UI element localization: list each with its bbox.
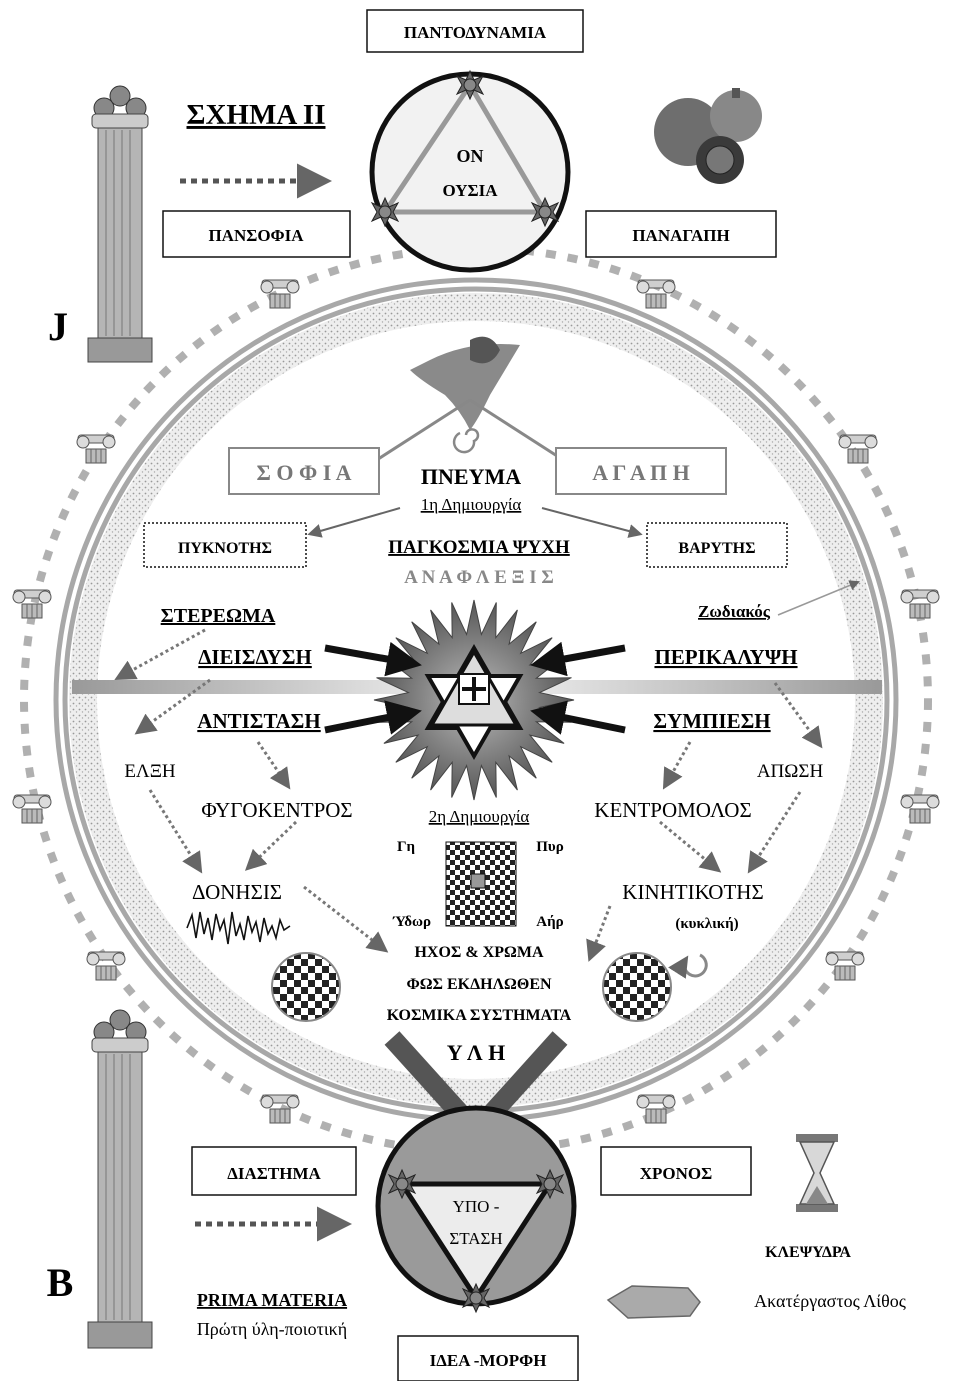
label-prima-sub: Πρώτη ύλη-ποιοτική <box>197 1319 347 1339</box>
svg-text:Α Γ Α Π Η: Α Γ Α Π Η <box>592 460 690 485</box>
label-prima-materia: PRIMA MATERIA <box>197 1290 347 1310</box>
svg-text:ΒΑΡΥΤΗΣ: ΒΑΡΥΤΗΣ <box>678 540 755 557</box>
label-zodiac: Ζωδιακός <box>698 602 771 621</box>
scheme-title: ΣΧΗΜΑ ΙΙ <box>187 99 326 131</box>
label-water: Ύδωρ <box>392 914 431 930</box>
label-world-soul: ΠΑΓΚΟΣΜΙΑ ΨΥΧΗ <box>388 537 570 558</box>
label-first-creation: 1η Δημιουργία <box>421 495 522 514</box>
label-pneuma: ΠΝΕΥΜΑ <box>421 464 521 489</box>
label-ignition: Α Ν Α Φ Λ Ε Ξ Ι Σ <box>404 567 554 588</box>
label-centrifugal: ΦΥΓΟΚΕΝΤΡΟΣ <box>201 798 352 822</box>
label-kinetics: ΚΙΝΗΤΙΚΟΤΗΣ <box>622 880 763 904</box>
bottom-circle-group: ΥΠΟ - ΣΤΑΣΗ <box>378 1108 574 1312</box>
box-omniscience: ΠΑΝΣΟΦΙΑ <box>163 211 350 257</box>
top-circle-group: ΟΝ ΟΥΣΙΑ <box>372 71 568 270</box>
label-air: Αήρ <box>536 914 563 930</box>
label-earth: Γη <box>397 839 415 855</box>
top-circle <box>372 74 568 270</box>
svg-text:ΧΡΟΝΟΣ: ΧΡΟΝΟΣ <box>640 1164 713 1183</box>
hourglass-icon <box>796 1134 838 1212</box>
svg-text:ΠΑΝΑΓΑΠΗ: ΠΑΝΑΓΑΠΗ <box>632 226 729 245</box>
box-interval: ΔΙΑΣΤΗΜΑ <box>192 1147 356 1195</box>
box-omnilove: ΠΑΝΑΓΑΠΗ <box>586 211 776 257</box>
label-vibration: ΔΟΝΗΣΙΣ <box>192 880 282 904</box>
box-sofia: Σ Ο Φ Ι Α <box>229 448 379 494</box>
svg-text:Σ Ο Φ Ι Α: Σ Ο Φ Ι Α <box>257 460 352 485</box>
svg-text:ΙΔΕΑ -ΜΟΡΦΗ: ΙΔΕΑ -ΜΟΡΦΗ <box>430 1351 547 1370</box>
letter-j: J <box>48 304 68 349</box>
box-agapi: Α Γ Α Π Η <box>556 448 726 494</box>
column-top <box>88 86 152 362</box>
bottom-circle-line1: ΥΠΟ - <box>453 1197 500 1216</box>
pomegranate-image <box>654 88 762 184</box>
bottom-circle-line2: ΣΤΑΣΗ <box>449 1229 502 1248</box>
label-sound-color: ΗΧΟΣ & ΧΡΩΜΑ <box>414 944 543 961</box>
label-hourglass: ΚΛΕΨΥΔΡΑ <box>765 1244 851 1261</box>
top-circle-line2: ΟΥΣΙΑ <box>442 181 498 200</box>
label-fire: Πυρ <box>536 839 563 855</box>
checker-orb-right <box>603 953 671 1021</box>
checker-orb-left <box>272 953 340 1021</box>
svg-text:ΠΑΝΣΟΦΙΑ: ΠΑΝΣΟΦΙΑ <box>208 226 304 245</box>
label-firmament: ΣΤΕΡΕΩΜΑ <box>161 605 276 627</box>
label-circular: (κυκλική) <box>675 916 738 932</box>
svg-text:ΔΙΑΣΤΗΜΑ: ΔΙΑΣΤΗΜΑ <box>227 1164 321 1183</box>
label-systems: ΚΟΣΜΙΚΑ ΣΥΣΤΗΜΑΤΑ <box>387 1007 572 1024</box>
label-resistance: ΑΝΤΙΣΤΑΣΗ <box>197 709 320 733</box>
column-bottom <box>88 1010 152 1348</box>
label-envelopment: ΠΕΡΙΚΑΛΥΨΗ <box>654 645 797 669</box>
label-repulsion: ΑΠΩΣΗ <box>757 761 824 782</box>
svg-text:ΠΑΝΤΟΔΥΝΑΜΙΑ: ΠΑΝΤΟΔΥΝΑΜΙΑ <box>404 23 547 42</box>
box-omnipotence: ΠΑΝΤΟΔΥΝΑΜΙΑ <box>367 10 583 52</box>
top-circle-line1: ΟΝ <box>457 146 484 166</box>
label-attraction: ΕΛΞΗ <box>124 761 176 782</box>
label-compression: ΣΥΜΠΙΕΣΗ <box>653 709 770 733</box>
label-second-creation: 2η Δημιουργία <box>429 807 530 826</box>
box-density: ΠΥΚΝΟΤΗΣ <box>144 523 306 567</box>
label-penetration: ΔΙΕΙΣΔΥΣΗ <box>198 645 312 669</box>
label-centripetal: ΚΕΝΤΡΟΜΟΛΟΣ <box>594 798 751 822</box>
label-light: ΦΩΣ ΕΚΔΗΛΩΘΕΝ <box>406 976 552 993</box>
svg-text:ΠΥΚΝΟΤΗΣ: ΠΥΚΝΟΤΗΣ <box>178 540 272 557</box>
box-gravity: ΒΑΡΥΤΗΣ <box>647 523 787 567</box>
box-time: ΧΡΟΝΟΣ <box>601 1147 751 1195</box>
label-matter: Υ Λ Η <box>447 1040 506 1065</box>
rough-stone-image <box>608 1286 700 1318</box>
label-stone: Ακατέργαστος Λίθος <box>754 1291 906 1311</box>
box-idea-form: ΙΔΕΑ -ΜΟΡΦΗ <box>398 1336 578 1381</box>
letter-b: B <box>47 1260 74 1305</box>
